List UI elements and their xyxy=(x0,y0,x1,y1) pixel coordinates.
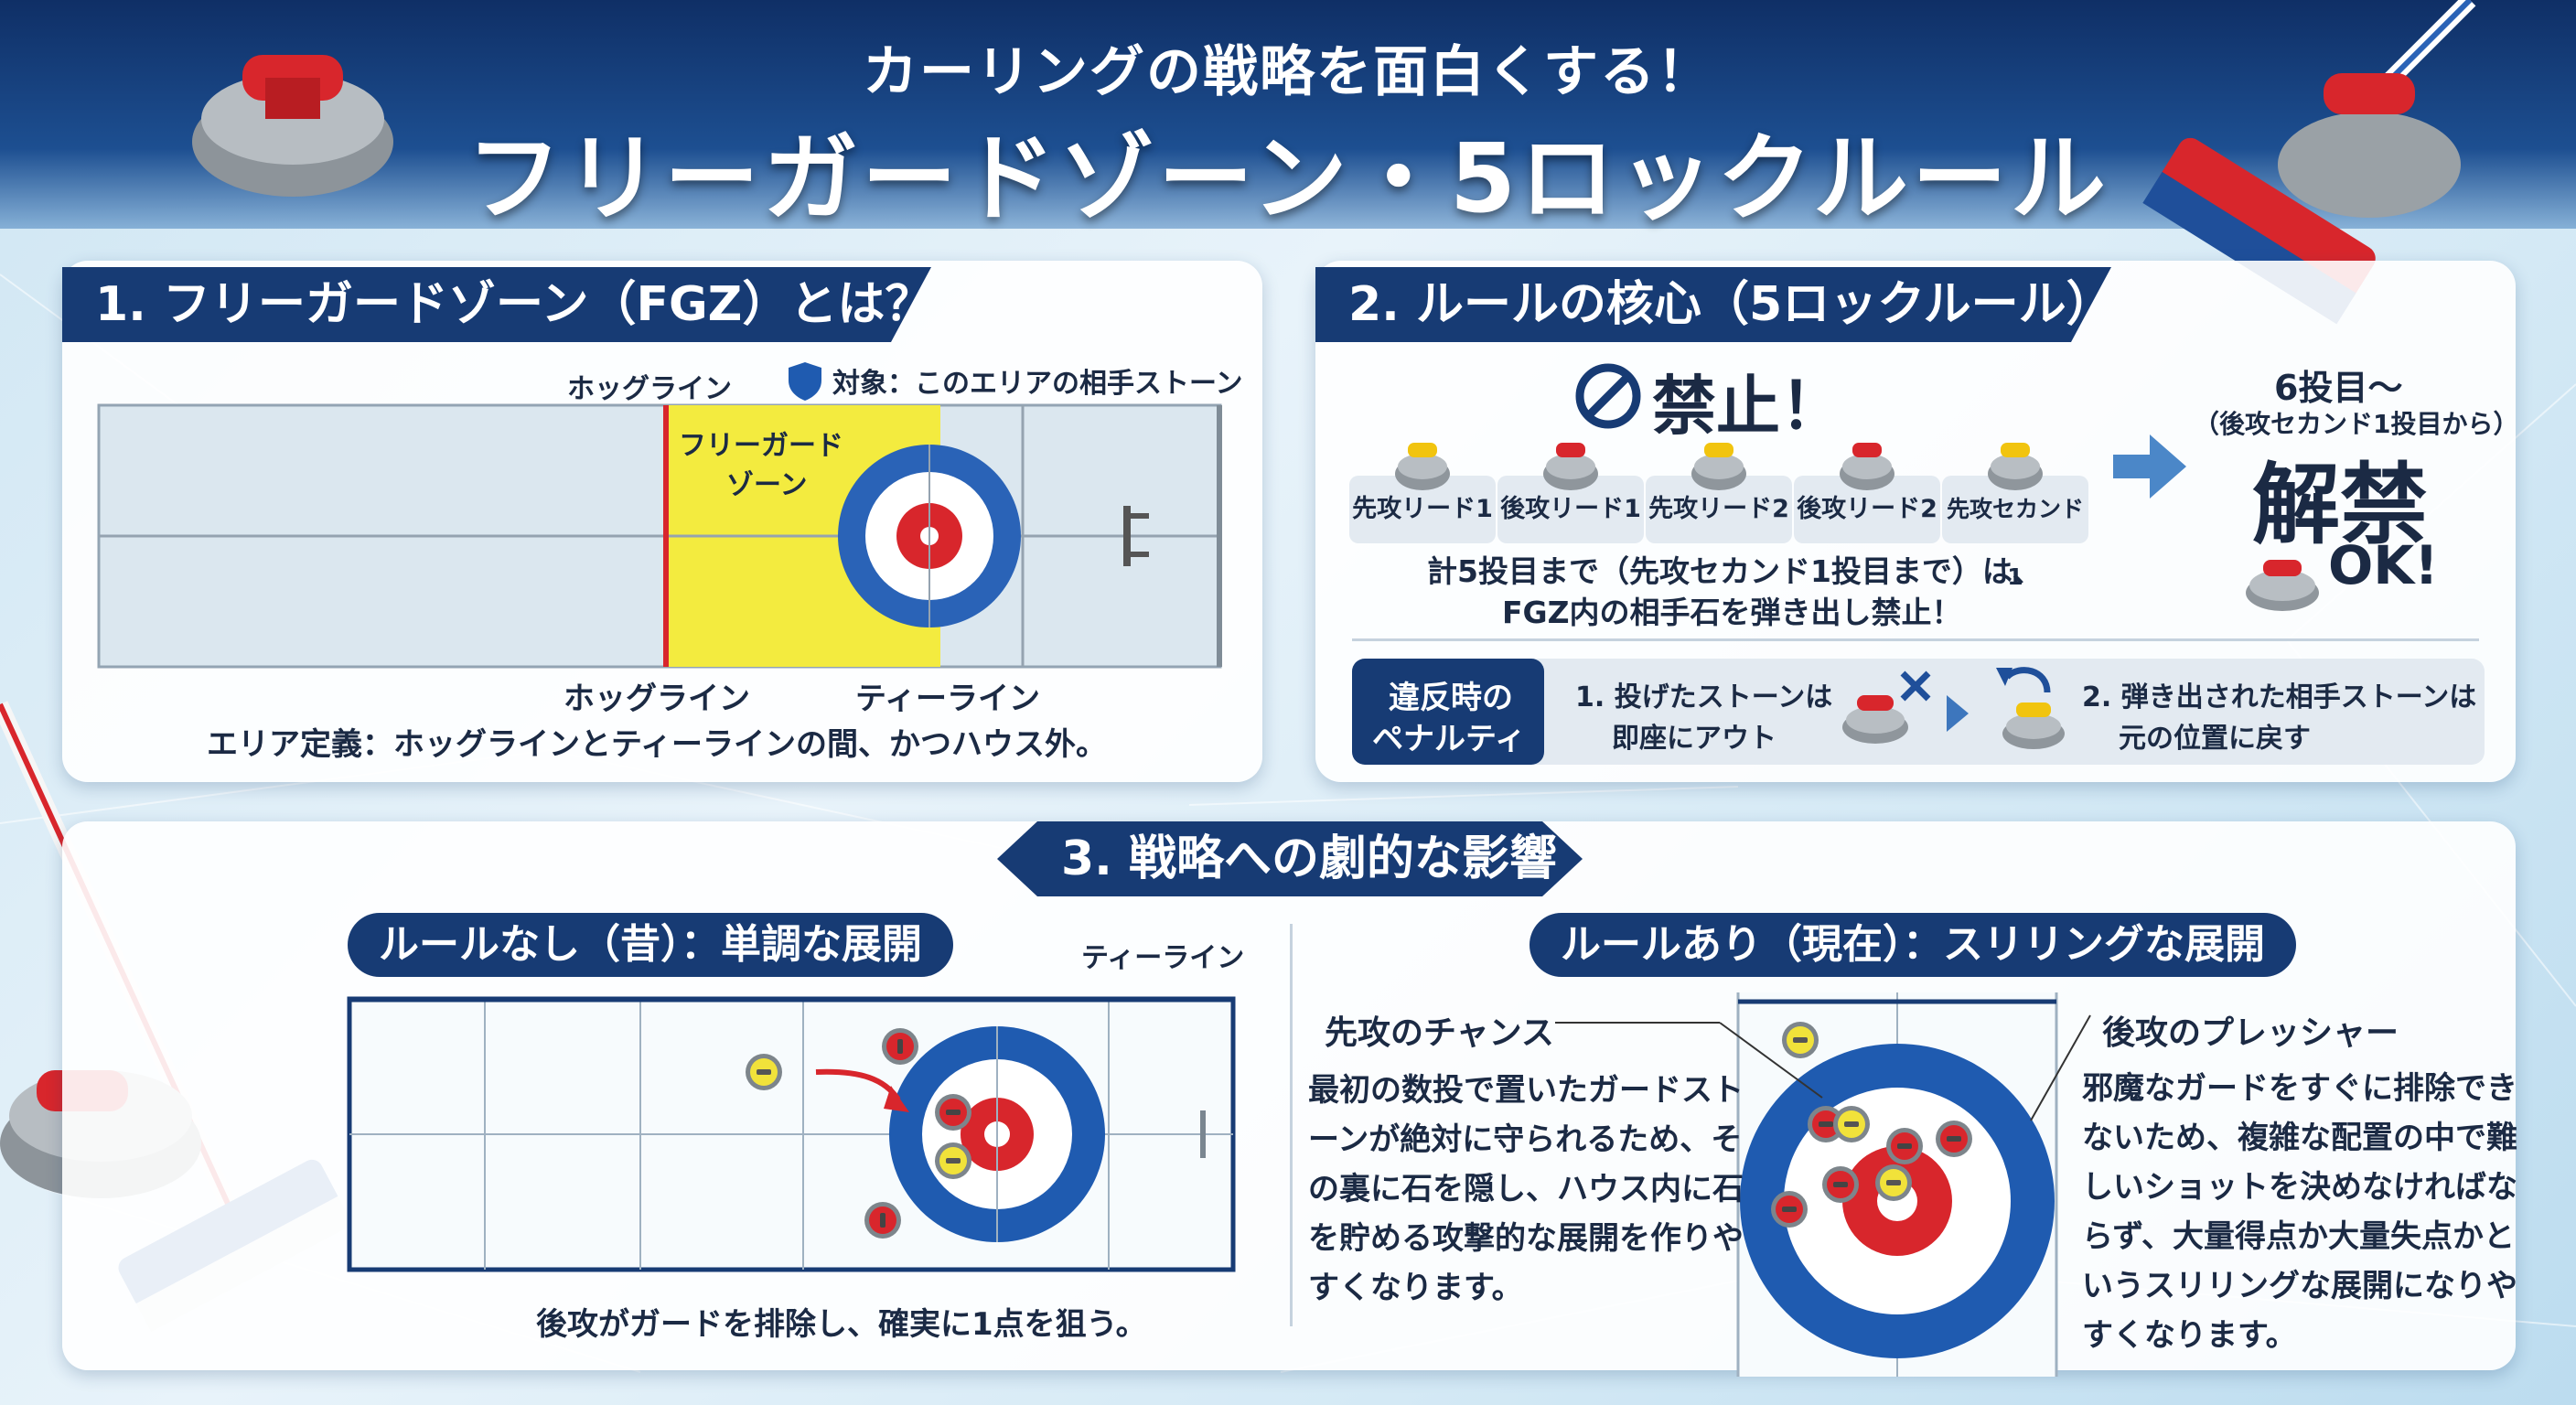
section3-title: 3. 戦略への劇的な影響 xyxy=(997,821,1583,896)
yellow-stone-icon xyxy=(1691,443,1746,490)
second-text-line: 邪魔なガードをすぐに排除でき xyxy=(2082,1070,2517,1107)
area-definition: エリア定義：ホッグラインとティーラインの間、かつハウス外。 xyxy=(207,726,1107,763)
yellow-stone-icon xyxy=(1395,443,1450,490)
old-red-stone xyxy=(882,1028,918,1065)
target-area-label: 対象：このエリアの相手ストーン xyxy=(832,368,1243,400)
second-text-line: いうスリリングな展開になりや xyxy=(2082,1268,2517,1304)
after-second-team-note: （後攻セカンド1投目から） xyxy=(2194,409,2519,439)
new-red-stone xyxy=(1771,1191,1808,1228)
section1-title: 1. フリーガードゾーン（FGZ）とは？ xyxy=(62,267,931,342)
new-red-stone xyxy=(1886,1128,1923,1164)
old-red-stone xyxy=(935,1094,971,1131)
first-text-line: の裏に石を隠し、ハウス内に石 xyxy=(1308,1171,1744,1207)
penalty-badge xyxy=(1352,659,1544,765)
fgz-label-line1: フリーガード xyxy=(679,430,843,462)
new-yellow-guard-stone xyxy=(1782,1022,1819,1058)
new-house-diagram xyxy=(1736,992,2058,1377)
second-text-line: ないため、複雑な配置の中で難 xyxy=(2082,1120,2517,1156)
arrow-right-icon xyxy=(2113,434,2186,499)
first-text-line: 最初の数投で置いたガードスト xyxy=(1308,1072,1744,1109)
stone-label-first-lead-2: 先攻リード2 xyxy=(1646,476,1792,543)
second-team-pressure-title: 後攻のプレッシャー xyxy=(2102,1014,2399,1052)
penalty-2-line1: 2. 弾き出された相手ストーンは xyxy=(2082,681,2477,713)
new-rule-title: ルールあり（現在）：スリリングな展開 xyxy=(1530,913,2296,977)
new-yellow-stone xyxy=(1875,1164,1912,1201)
first-team-chance-text: 最初の数投で置いたガードスト ーンが絶対に守られるため、そ の裏に石を隠し、ハウ… xyxy=(1308,1066,1744,1313)
rule-text-line2: FGZ内の相手石を弾き出し禁止！ xyxy=(1502,595,1962,630)
penalty-2-line2: 元の位置に戻す xyxy=(2119,723,2311,755)
chevron-right-icon xyxy=(1947,695,1969,732)
new-red-stone xyxy=(1808,1106,1844,1142)
old-rule-title: ルールなし（昔）：単調な展開 xyxy=(348,913,953,977)
penalty-1-line2: 即座にアウト xyxy=(1612,723,1776,755)
second-team-pressure-text: 邪魔なガードをすぐに排除でき ないため、複雑な配置の中で難 しいショットを決めな… xyxy=(2082,1064,2517,1360)
hog-line-label-bottom: ホッグライン xyxy=(564,681,750,717)
first-text-line: すくなります。 xyxy=(1308,1270,1523,1306)
red-stone-icon xyxy=(1543,443,1598,490)
lifted-label: 解禁 xyxy=(2252,454,2428,556)
stone-out-icon xyxy=(1842,670,1931,744)
shield-icon xyxy=(789,362,821,401)
yellow-stone-icon xyxy=(1988,443,2043,490)
divider xyxy=(1352,638,2479,641)
section2-title: 2. ルールの核心（5ロックルール） xyxy=(1315,267,2111,342)
stone-icons-row xyxy=(1395,443,2043,490)
first-text-line: を貯める攻撃的な展開を作りや xyxy=(1308,1220,1744,1257)
fgz-label-line2: ゾーン xyxy=(726,469,808,501)
penalty-label-line2: ペナルティ xyxy=(1372,721,1526,757)
page-title: フリーガードゾーン・5ロックルール xyxy=(466,123,2110,234)
section3-divider xyxy=(1290,924,1293,1326)
second-text-line: らず、大量得点か大量失点かと xyxy=(2082,1218,2515,1255)
red-stone-ok-icon xyxy=(2246,560,2319,611)
old-sheet-diagram xyxy=(347,996,1236,1272)
stone-return-icon xyxy=(1996,667,2065,749)
second-text-line: すくなります。 xyxy=(2082,1317,2297,1354)
after-sixth-throw: 6投目〜 xyxy=(2274,368,2403,408)
prohibited-label: 禁止！ xyxy=(1652,369,1844,444)
old-rule-caption: 後攻がガードを排除し、確実に1点を狙う。 xyxy=(536,1306,1147,1343)
new-yellow-stone xyxy=(1833,1106,1870,1142)
penalty-1-line1: 1. 投げたストーンは xyxy=(1575,681,1833,713)
rule-text-line1: 計5投目まで（先攻セカンド1投目まで）は、 xyxy=(1427,553,2043,589)
tee-line-label: ティーライン xyxy=(855,681,1040,717)
header-banner: カーリングの戦略を面白くする！ フリーガードゾーン・5ロックルール xyxy=(0,0,2576,234)
old-red-stone xyxy=(864,1202,901,1239)
second-text-line: しいショットを決めなければな xyxy=(2082,1169,2517,1206)
penalty-label-line1: 違反時の xyxy=(1389,680,1513,716)
sheet-diagram-fgz xyxy=(97,403,1222,669)
first-text-line: ーンが絶対に守られるため、そ xyxy=(1308,1121,1743,1158)
prohibited-icon xyxy=(1575,363,1641,429)
old-yellow-stone xyxy=(935,1142,971,1179)
old-yellow-guard-stone xyxy=(746,1054,782,1090)
old-tee-line-label: ティーライン xyxy=(1081,942,1245,974)
ok-label: OK! xyxy=(2328,534,2439,596)
hog-line-label-top: ホッグライン xyxy=(567,373,732,405)
new-red-stone xyxy=(1822,1166,1859,1203)
first-team-chance-title: 先攻のチャンス xyxy=(1325,1014,1554,1052)
red-stone-icon xyxy=(1840,443,1894,490)
page-subtitle: カーリングの戦略を面白くする！ xyxy=(863,40,1713,104)
new-red-stone xyxy=(1936,1121,1972,1157)
callout-lines xyxy=(1555,1014,2091,1121)
curling-stone-top-left-icon xyxy=(192,55,393,197)
